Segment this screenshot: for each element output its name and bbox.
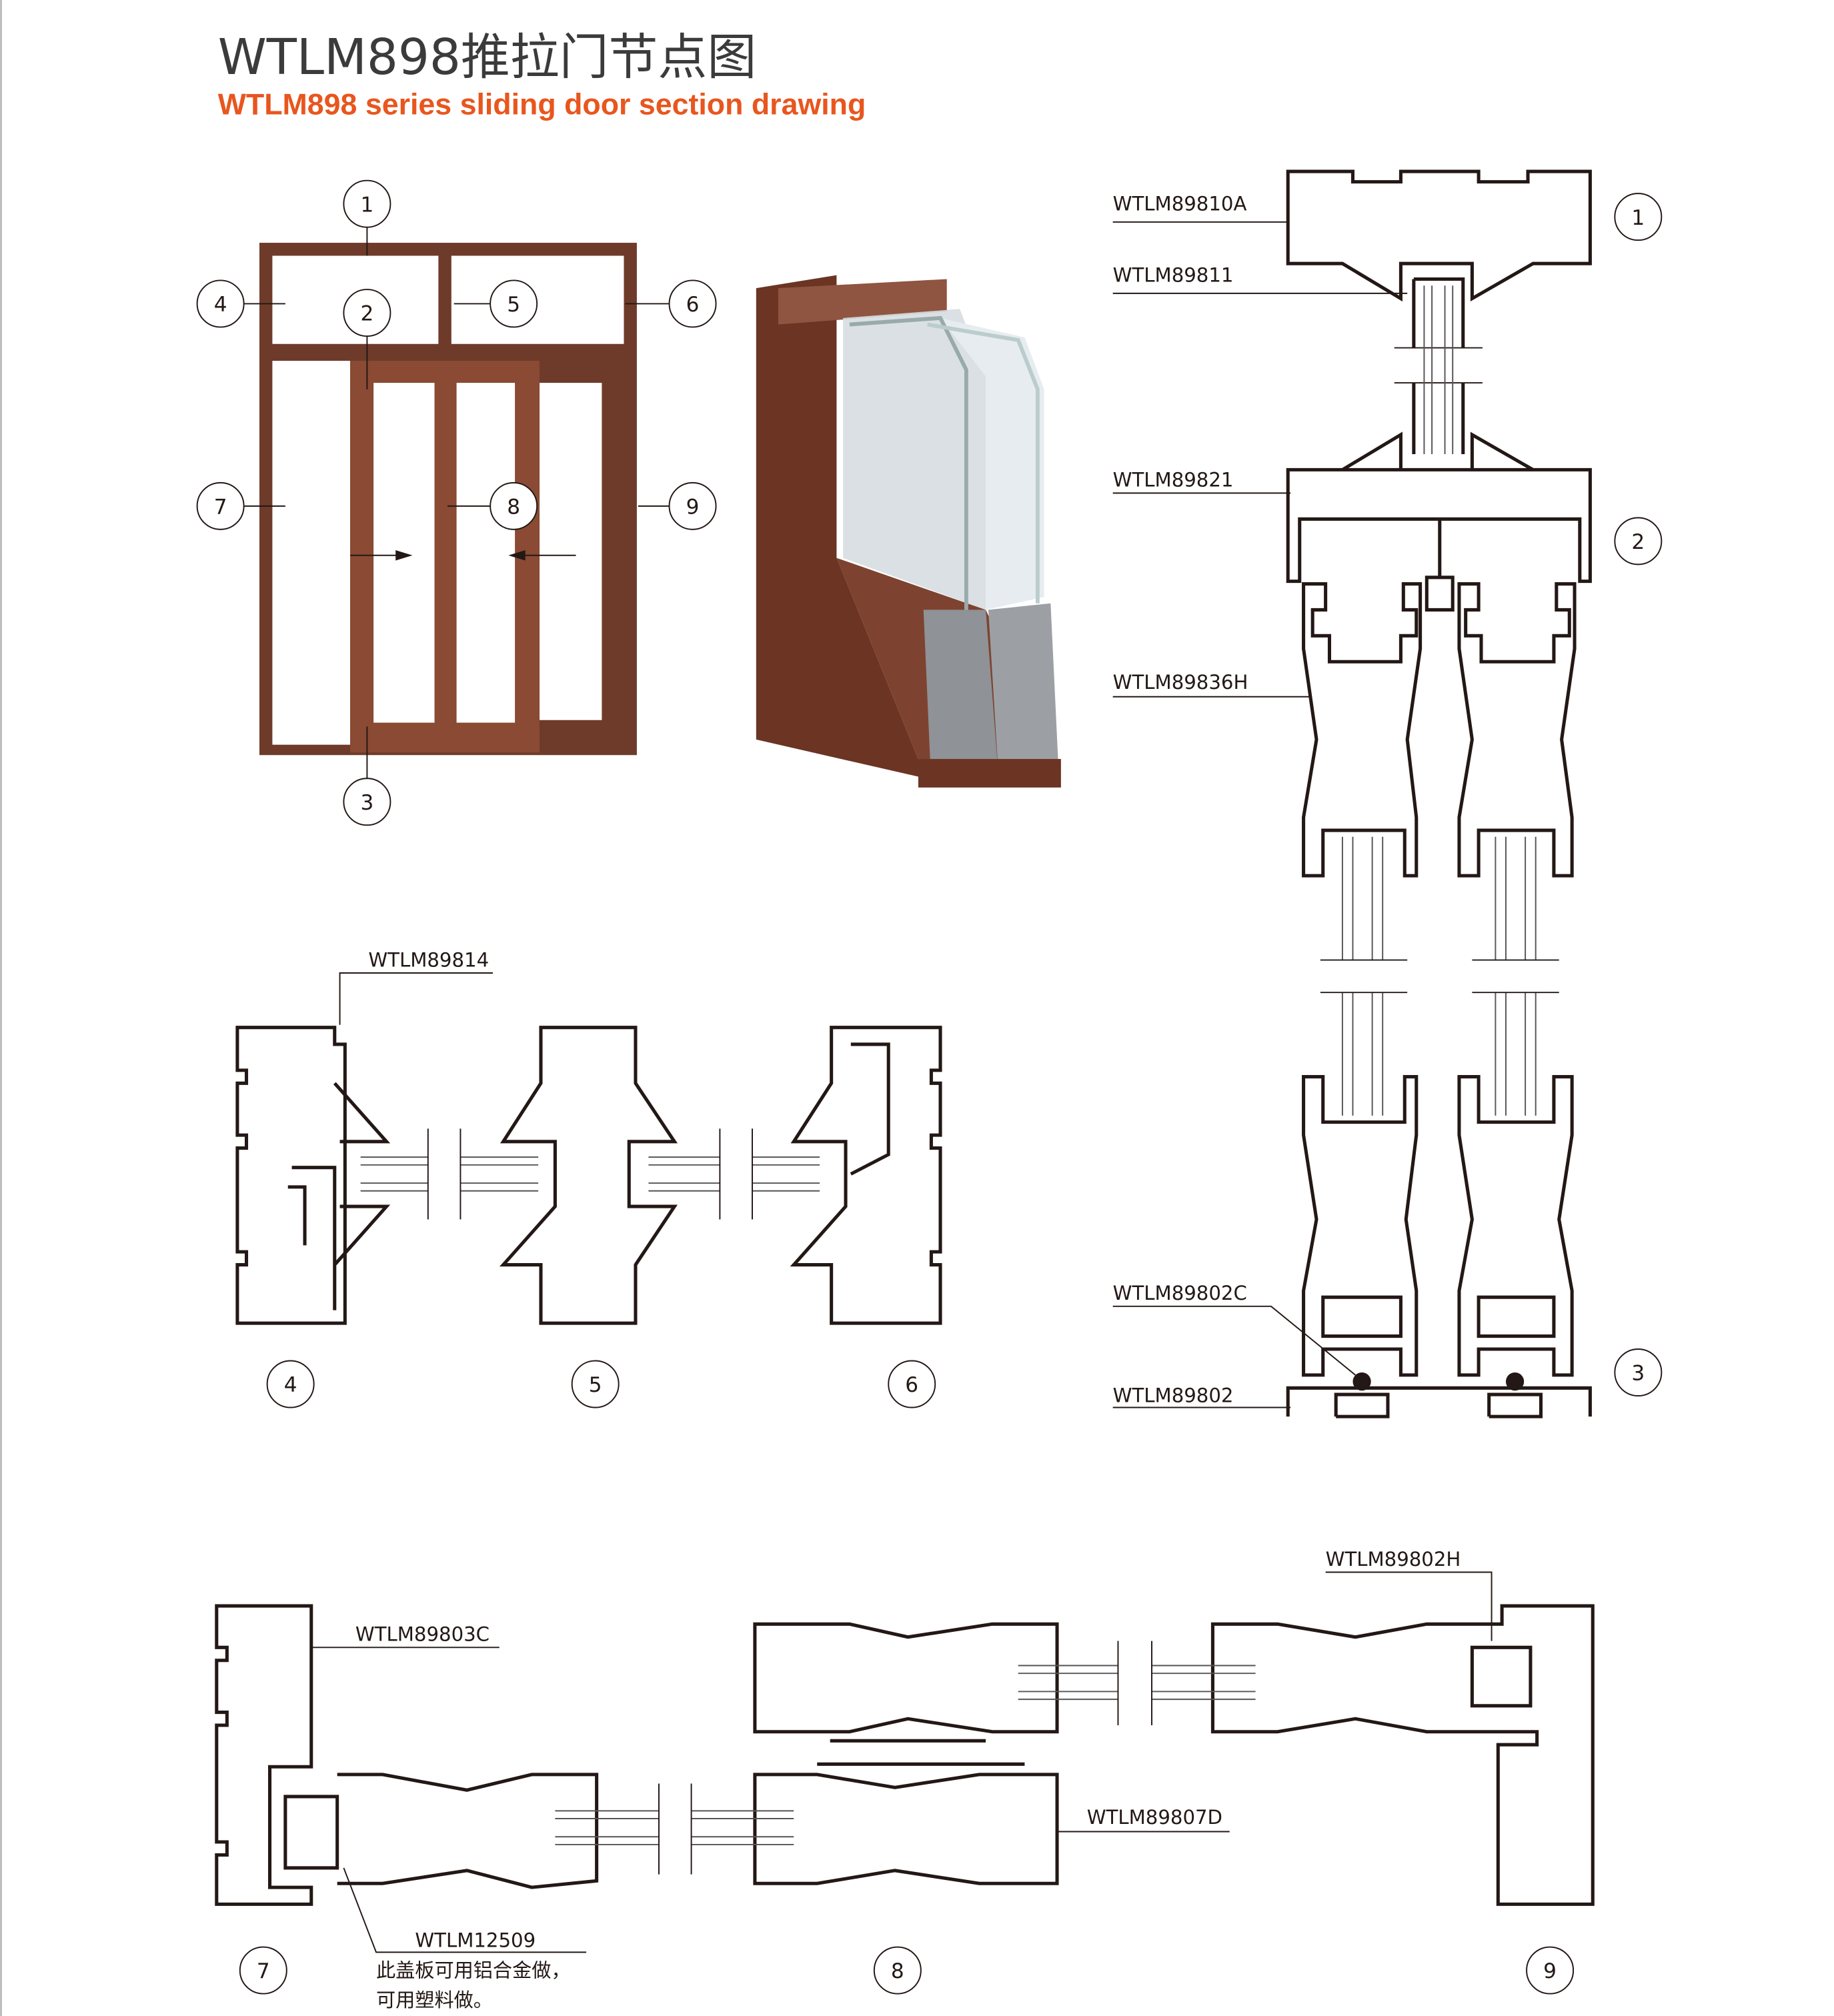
code-wtlm89810a: WTLM89810A [1113,192,1247,215]
page-title: WTLM898推拉门节点图 [218,29,756,86]
svg-text:2: 2 [360,302,373,326]
svg-text:8: 8 [891,1959,904,1983]
transom-sections: WTLM89814 4 5 6 [235,948,942,1408]
code-wtlm89821: WTLM89821 [1113,469,1234,491]
svg-text:6: 6 [905,1373,918,1397]
code-wtlm89802h: WTLM89802H [1326,1548,1461,1571]
cover-note-line1: 此盖板可用铝合金做， [376,1959,571,1981]
profile-3d-render [756,275,1061,788]
svg-text:5: 5 [589,1373,602,1397]
page-edge [0,0,2,2016]
vertical-section [1112,169,1592,1418]
svg-text:7: 7 [214,495,227,520]
svg-text:7: 7 [257,1959,270,1983]
svg-text:6: 6 [686,293,700,317]
code-wtlm12509: WTLM12509 [415,1929,536,1952]
svg-text:9: 9 [686,495,700,520]
svg-text:3: 3 [1631,1362,1645,1386]
code-wtlm89807d: WTLM89807D [1087,1806,1222,1829]
svg-text:8: 8 [507,495,520,520]
svg-text:4: 4 [214,293,227,317]
vertical-section-labels: WTLM89810A WTLM89811 WTLM89821 WTLM89836… [1113,192,1663,1407]
elevation-markers: 1 2 3 4 5 6 7 8 9 [196,179,717,826]
svg-text:4: 4 [284,1373,297,1397]
code-wtlm89803c: WTLM89803C [355,1623,490,1646]
svg-text:1: 1 [1631,206,1645,230]
page-subtitle: WTLM898 series sliding door section draw… [218,89,866,121]
code-wtlm89814: WTLM89814 [368,948,489,971]
svg-text:1: 1 [360,193,373,217]
svg-text:9: 9 [1543,1959,1557,1983]
svg-text:5: 5 [507,293,520,317]
code-wtlm89802c: WTLM89802C [1113,1282,1247,1304]
svg-text:3: 3 [360,791,373,815]
svg-text:2: 2 [1631,530,1645,554]
door-elevation [243,227,670,779]
code-wtlm89811: WTLM89811 [1113,263,1234,286]
code-wtlm89836h: WTLM89836H [1113,671,1248,694]
cover-note-line2: 可用塑料做。 [376,1989,493,2011]
code-wtlm89802: WTLM89802 [1113,1384,1234,1407]
horizontal-sections: WTLM89803C WTLM89802H WTLM89807D WTLM125… [215,1548,1595,2011]
